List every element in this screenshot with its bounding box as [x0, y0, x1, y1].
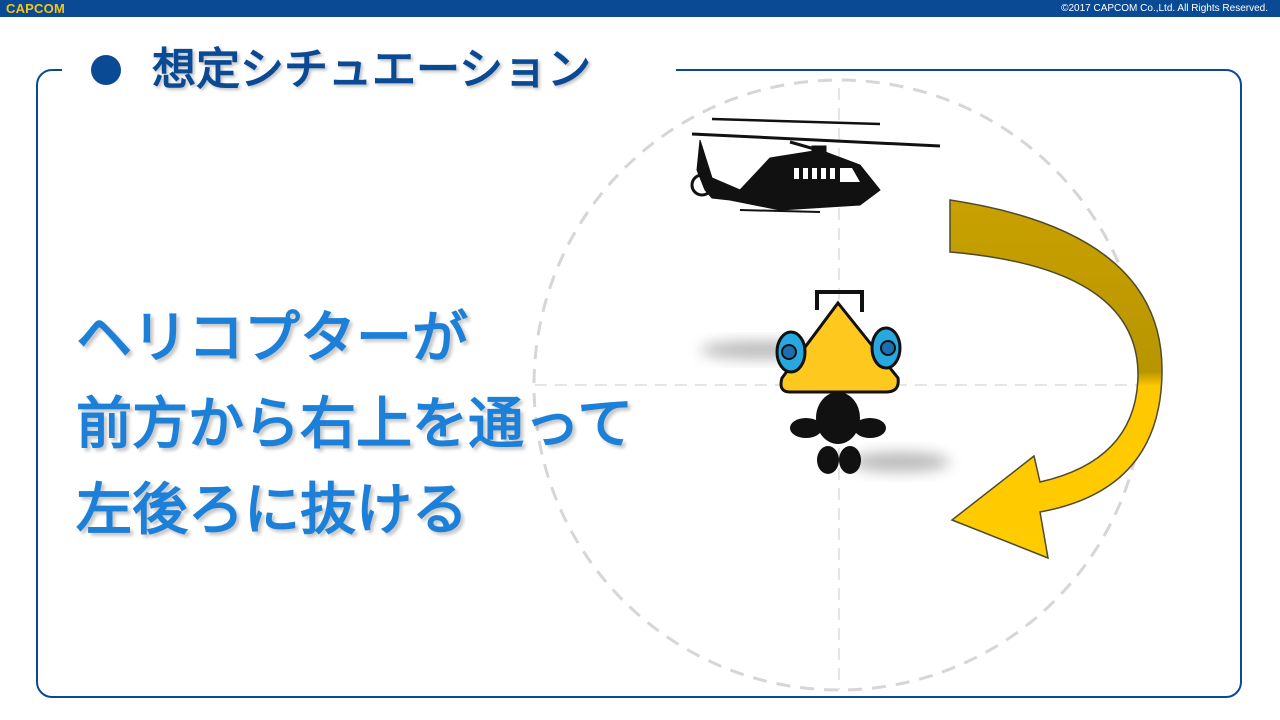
- bullet-dot-icon: [91, 55, 121, 85]
- body-line-3: 左後ろに抜ける: [76, 478, 468, 543]
- copyright-text: ©2017 CAPCOM Co.,Ltd. All Rights Reserve…: [1061, 3, 1268, 14]
- helicopter-windows: [794, 168, 860, 182]
- title-mask: [62, 50, 676, 90]
- helicopter-icon: [690, 117, 941, 213]
- body-line-1: ヘリコプターが: [76, 306, 468, 371]
- slide-body: ヘリコプターが 前方から右上を通って 左後ろに抜ける: [76, 296, 633, 554]
- top-bar: CAPCOM ©2017 CAPCOM Co.,Ltd. All Rights …: [0, 0, 1280, 17]
- listener-character-icon: [775, 290, 902, 474]
- slide-title: 想定シチュエーション: [152, 44, 592, 95]
- body-line-2: 前方から右上を通って: [76, 392, 634, 457]
- curved-arrow-icon: [949, 199, 1163, 560]
- capcom-logo: CAPCOM: [6, 1, 65, 16]
